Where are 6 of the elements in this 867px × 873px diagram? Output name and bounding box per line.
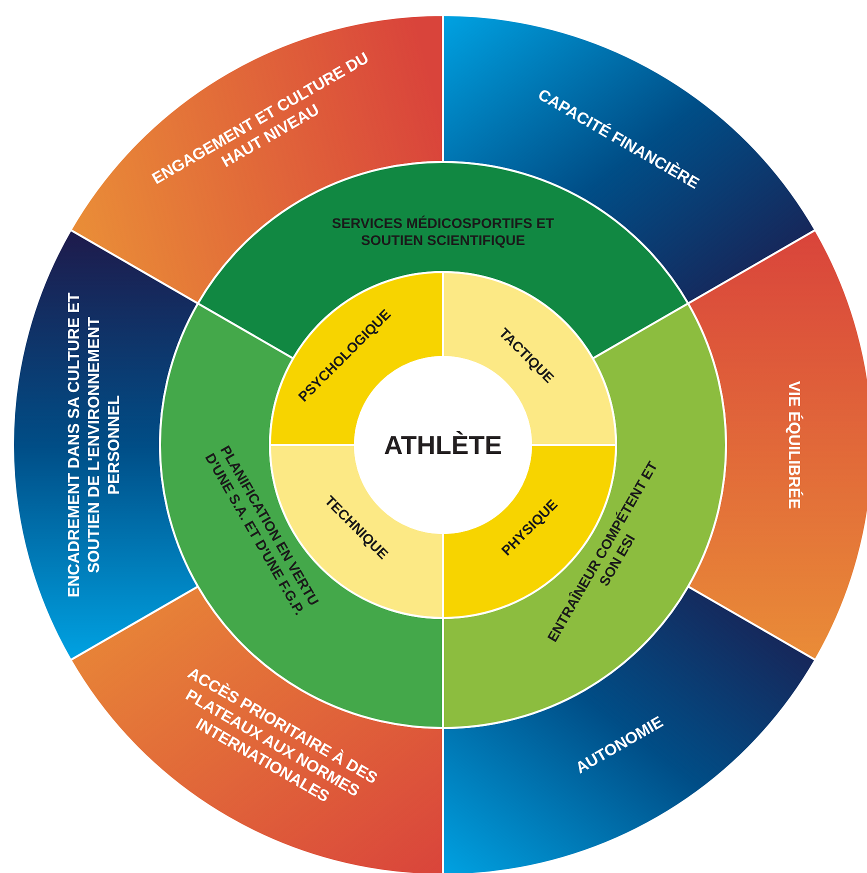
- segment-label: VIE ÉQUILIBRÉE: [784, 380, 803, 510]
- segment-label: ENCADREMENT DANS SA CULTURE ET SOUTIEN DE L'ENVIRONNEMENT PERSONNEL: [65, 292, 124, 600]
- ring-segment: [687, 229, 867, 661]
- ring-segment: [12, 229, 199, 661]
- segment-label: ATHLÈTE: [384, 428, 502, 462]
- segment-label: SERVICES MÉDICOSPORTIFS ET SOUTIEN SCIENTIFIQUE: [330, 214, 556, 250]
